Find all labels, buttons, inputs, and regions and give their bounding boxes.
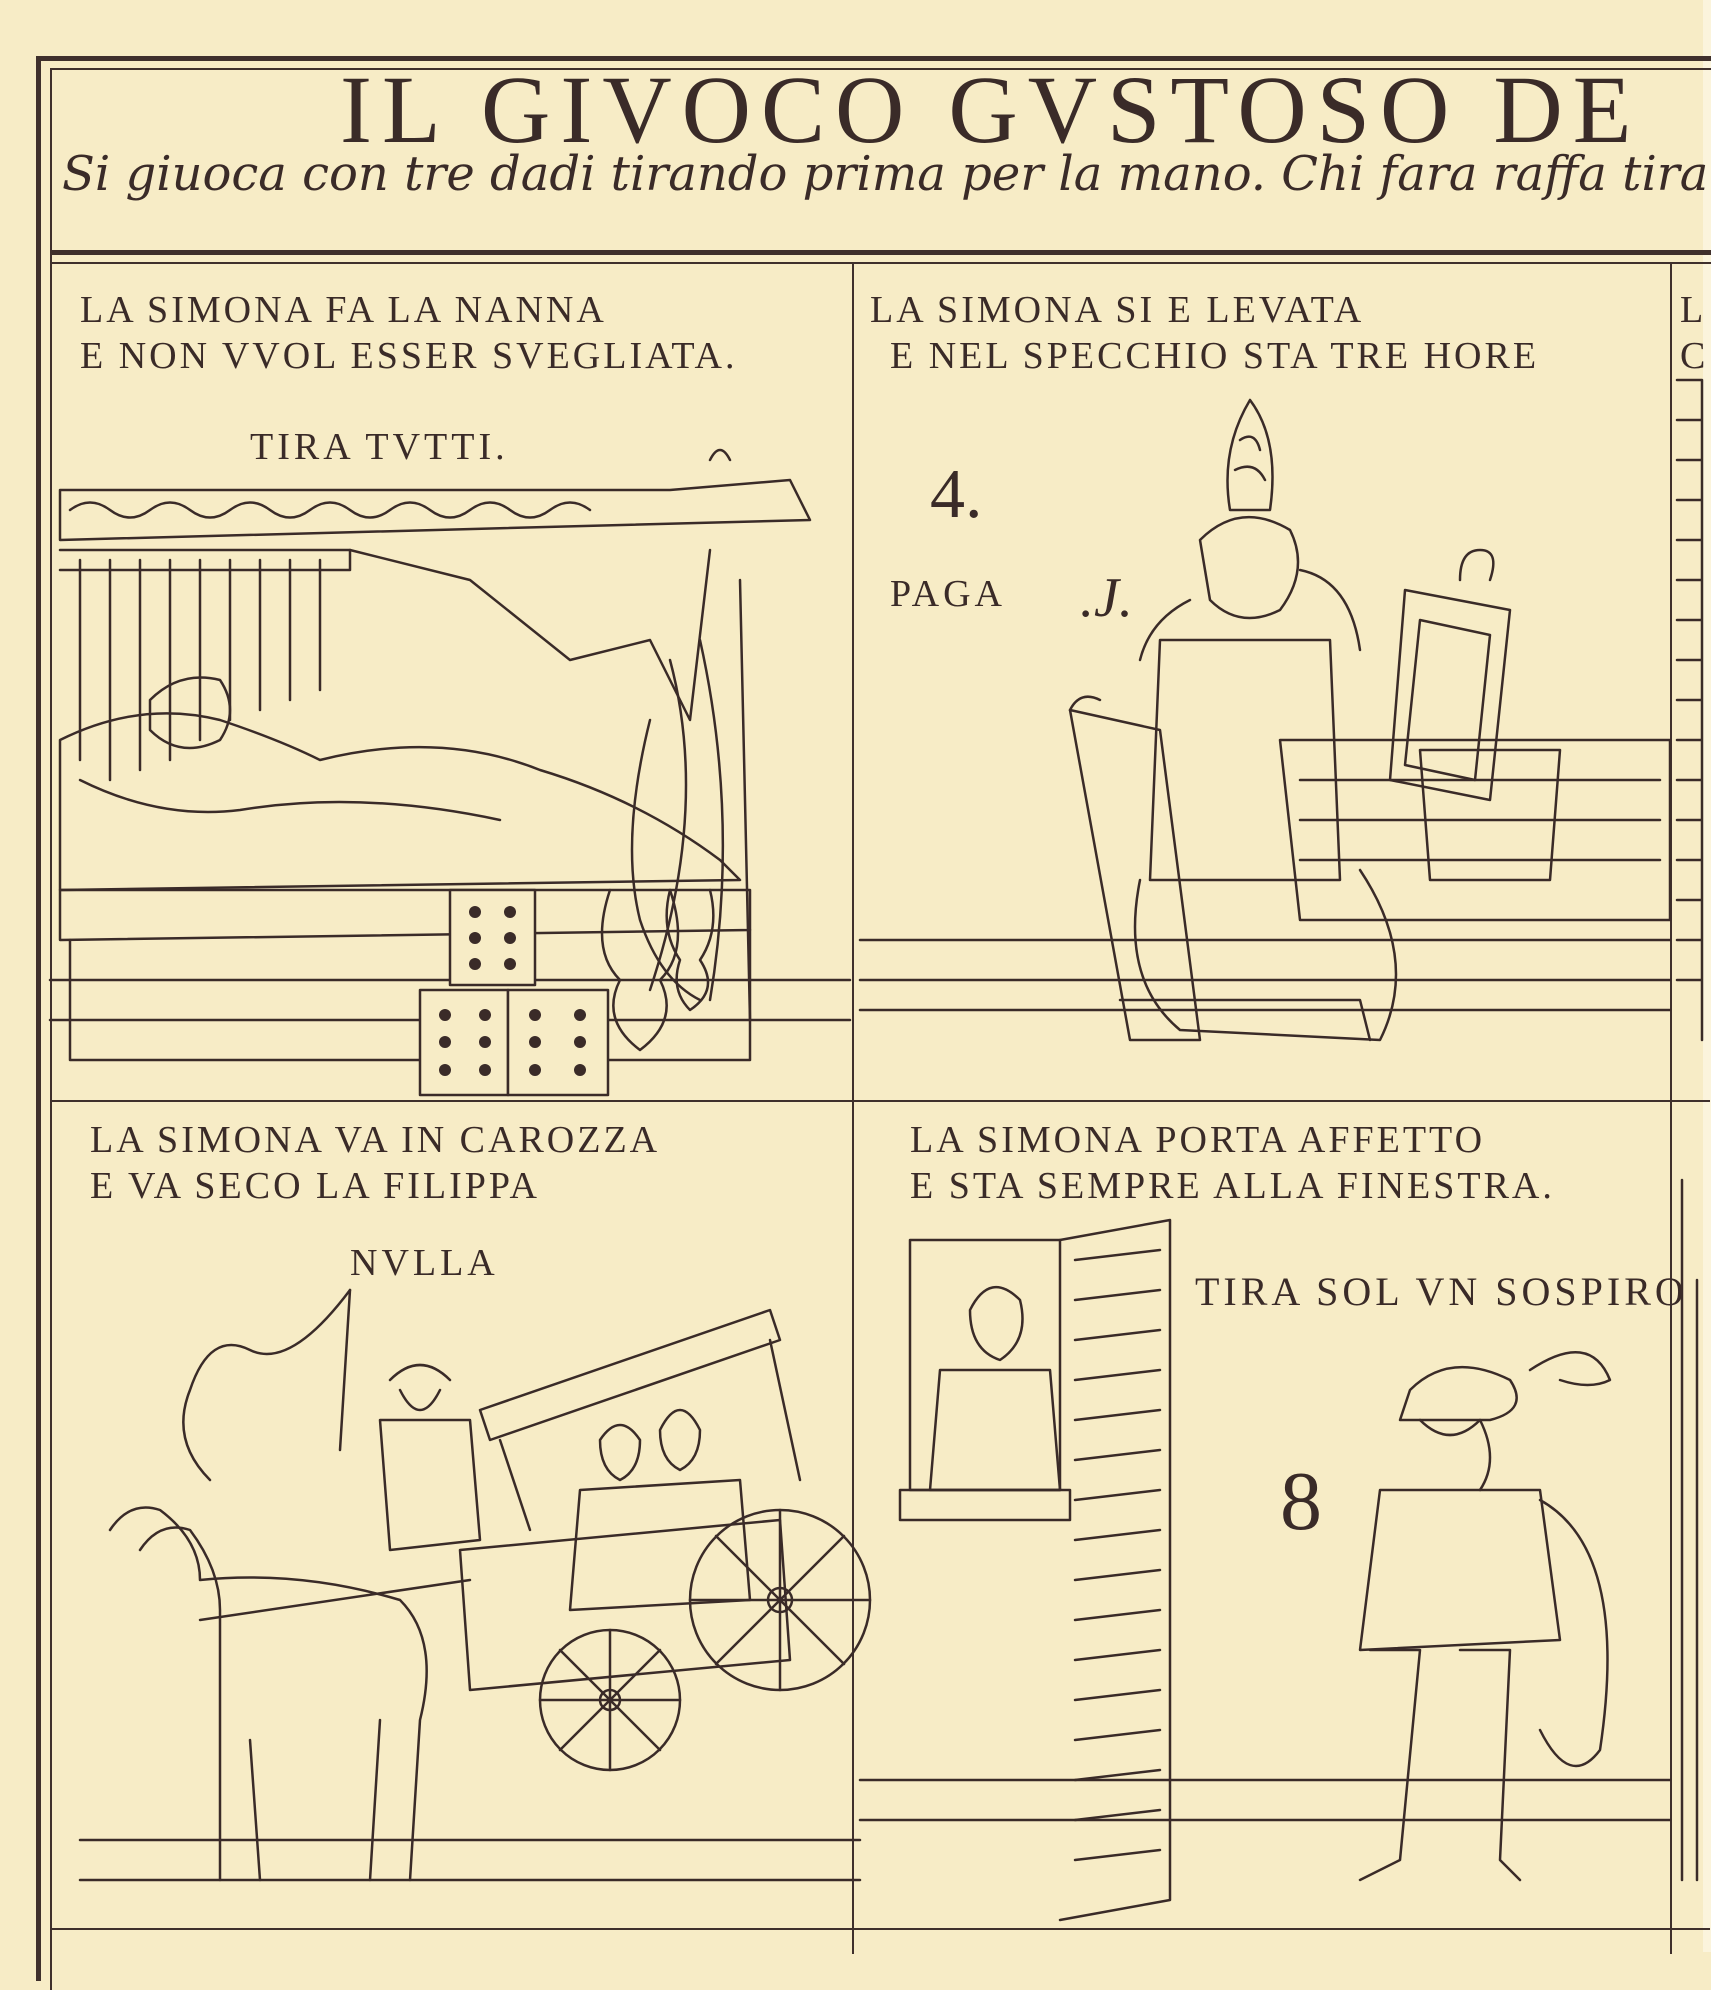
- clipped-caption-a: L: [1680, 289, 1704, 331]
- clipped-caption-b: C: [1680, 335, 1706, 377]
- dice-group: [418, 888, 610, 1097]
- clipped-column-illustration: [1675, 378, 1704, 1882]
- header-divider: [50, 250, 1711, 255]
- payout-label: TIRA SOL VN SOSPIRO: [1195, 1269, 1688, 1314]
- panel-caption-line2: E STA SEMPRE ALLA FINESTRA.: [910, 1165, 1555, 1207]
- page-edge: [1703, 0, 1711, 1952]
- panel-caption-line1: LA SIMONA PORTA AFFETTO: [910, 1119, 1486, 1161]
- carriage-illustration: [78, 1288, 872, 1882]
- panel-caption-line1: LA SIMONA FA LA NANNA: [80, 289, 607, 331]
- die-total-number: 4.: [930, 456, 983, 533]
- outer-frame: [36, 56, 1711, 1981]
- payout-label: TIRA TVTTI.: [250, 426, 509, 468]
- payout-mark: .J.: [1080, 567, 1133, 629]
- row-divider-2: [50, 1928, 1710, 1930]
- window-illustration: [858, 1218, 1672, 1922]
- bed-illustration: [48, 448, 852, 1062]
- rules-subtitle: Si giuoca con tre dadi tirando prima per…: [62, 146, 1709, 202]
- panel-caption-line1: LA SIMONA SI E LEVATA: [870, 289, 1365, 331]
- panel-caption-line2: E NEL SPECCHIO STA TRE HORE: [890, 335, 1540, 377]
- page-title: IL GIVOCO GVSTOSO DE: [340, 56, 1642, 163]
- panel-caption-line2: E VA SECO LA FILIPPA: [90, 1165, 540, 1207]
- mirror-illustration: [858, 398, 1672, 1042]
- header-divider-inner: [50, 262, 1711, 264]
- inner-frame: [50, 68, 1711, 1990]
- column-divider-2: [1670, 264, 1672, 1954]
- die-total-number: 8: [1280, 1455, 1322, 1548]
- panel-caption-line2: E NON VVOL ESSER SVEGLIATA.: [80, 335, 738, 377]
- payout-label: PAGA: [890, 573, 1006, 615]
- row-divider-1: [50, 1100, 1710, 1102]
- panel-caption-line1: LA SIMONA VA IN CAROZZA: [90, 1119, 661, 1161]
- payout-label: NVLLA: [350, 1242, 499, 1284]
- column-divider-1: [852, 264, 854, 1954]
